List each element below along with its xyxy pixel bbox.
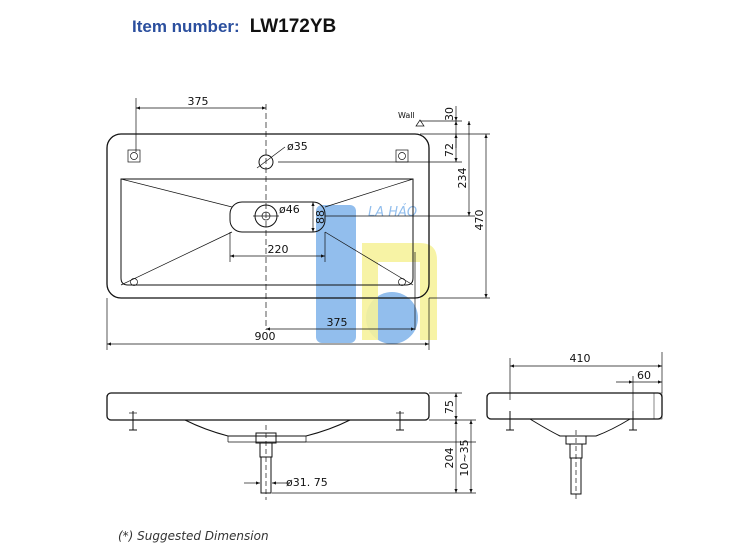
drain-recess [229, 201, 326, 233]
side-screw-left [506, 411, 514, 431]
side-view: 410 60 [486, 352, 663, 500]
side-screw-right [629, 411, 637, 431]
item-number-label: Item number: [132, 17, 240, 36]
mounting-hole-bottom-left [130, 278, 138, 286]
wall-marker-icon [415, 119, 425, 127]
dim-overall-depth: 470 [473, 210, 486, 231]
side-wall-edge [653, 392, 663, 420]
mounting-hole-bottom-right [398, 278, 406, 286]
front-screw-right [396, 411, 404, 431]
dim-overall-width: 900 [255, 330, 276, 343]
watermark-text: LA HẢO [368, 203, 417, 220]
dim-drain-height: 88 [314, 210, 327, 224]
item-number-value: LW172YB [249, 16, 337, 37]
dim-faucet-hole: ø35 [287, 140, 308, 153]
dim-drain-offset: 375 [327, 316, 348, 329]
plan-view: 375 ø35 ø46 88 220 375 900 Wall [106, 95, 490, 350]
wall-label: Wall [398, 111, 415, 120]
watermark-blue-bar [316, 205, 356, 343]
front-screw-left [129, 411, 137, 431]
front-bowl-underside [184, 419, 351, 437]
front-view: ø31. 75 75 204 10~35 [106, 392, 476, 500]
dim-side-edge: 60 [637, 369, 651, 382]
dim-side-depth: 410 [570, 352, 591, 365]
dim-pipe-diameter: ø31. 75 [286, 476, 328, 489]
dim-drain-length: 204 [443, 448, 456, 469]
header: Item number: LW172YB [132, 16, 336, 46]
side-bowl-underside [529, 418, 631, 437]
dim-faucet-offset: 375 [188, 95, 209, 108]
dim-top-margin: 30 [443, 107, 456, 121]
watermark-blue-circle [366, 292, 418, 344]
dim-gap: 10~35 [458, 439, 471, 476]
front-body [106, 392, 430, 421]
dim-drain-hole: ø46 [279, 203, 300, 216]
dim-thickness: 75 [443, 400, 456, 414]
basin-bowl [120, 178, 414, 286]
side-body [486, 392, 663, 420]
mounting-hole-left [127, 149, 141, 163]
dim-drain-width: 220 [268, 243, 289, 256]
dim-faucet-to-wall: 72 [443, 143, 456, 157]
footnote: (*) Suggested Dimension [118, 529, 269, 543]
mounting-hole-right [395, 149, 409, 163]
dim-drain-to-wall: 234 [456, 168, 469, 189]
